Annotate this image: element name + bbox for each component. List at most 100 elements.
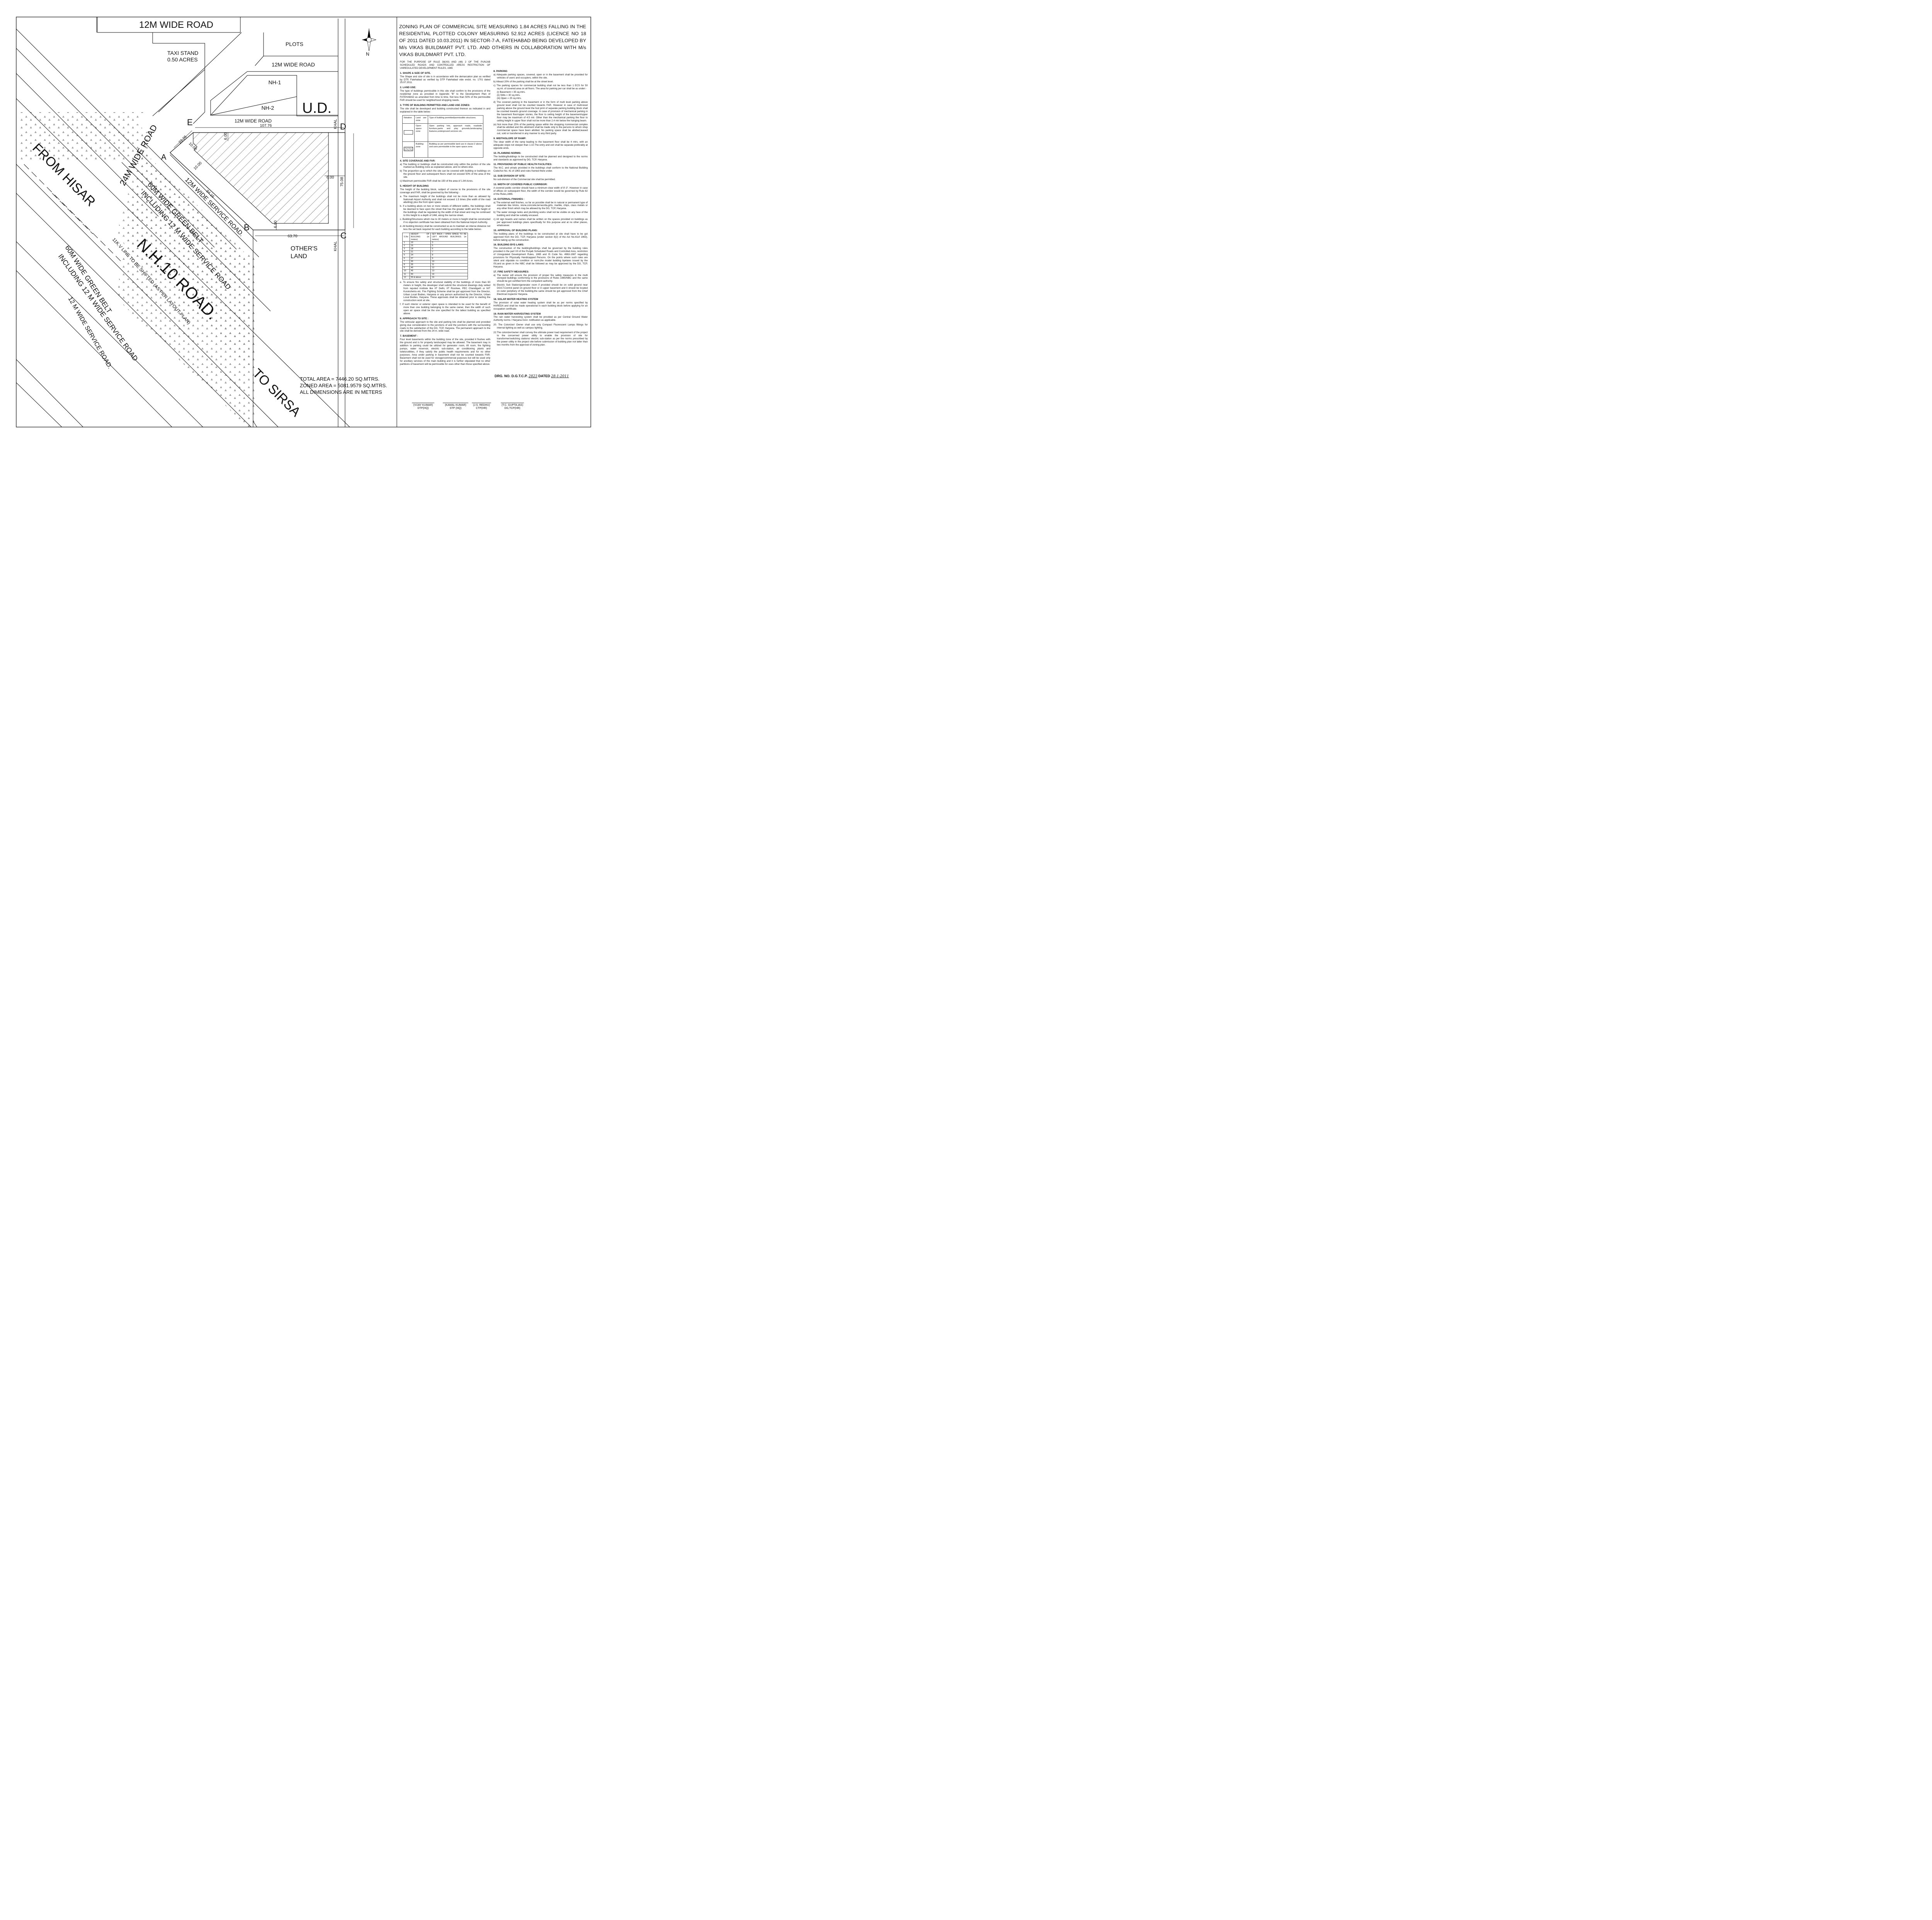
height-table-cell: 55 & above — [409, 276, 431, 279]
s5f-text: f. If such interior or exterior open spa… — [400, 303, 490, 315]
signatory-post: STP (HQ) — [449, 407, 462, 410]
zoning-plan-sheet: 12M WIDE ROAD 12M WIDE ROAD 12M WIDE ROA… — [0, 0, 607, 437]
ht-h1: S.No — [402, 232, 410, 242]
s10-heading: 10. PLANNING NORMS: — [493, 151, 521, 155]
height-table-cell: 27 — [409, 257, 431, 260]
signatory-name: (VIJAY KUMAR) — [413, 404, 433, 407]
s3-heading: 3. TYPE OF BUILDING PERMITTED AND LAND U… — [400, 104, 470, 107]
height-table-cell: 45 — [409, 269, 431, 273]
road-label-ed: 12M WIDE ROAD — [235, 118, 272, 124]
s17b-text: b) Electric Sub Station/generator room i… — [493, 284, 588, 296]
s5d-text: d. All building block(s) shall be constr… — [400, 225, 490, 231]
dim-left-setback-2: 10.00 — [193, 161, 203, 171]
ht-h3: SET BACK / OPEN SPACE TO BE LEFT AROUND … — [430, 232, 468, 242]
north-arrow-icon — [362, 29, 377, 51]
height-table-cell: 10 — [430, 260, 468, 264]
plots-label: PLOTS — [286, 41, 303, 47]
point-d: D — [340, 122, 346, 131]
point-c: C — [340, 231, 347, 240]
height-table-cell: 9 — [430, 257, 468, 260]
s15-text: The building plans of the buildings to b… — [493, 232, 588, 242]
s20-text: 20. The Colonizer/ Owner shall use only … — [493, 323, 588, 330]
zt-open-notation — [402, 123, 415, 142]
signature-scribble — [443, 397, 468, 403]
s8c1-text: (i) Basement = 35 sq.mtrs. — [497, 91, 526, 94]
s5-text: The height of the building block, subjec… — [400, 188, 490, 194]
dim-bottom-setback: 6.00 — [274, 220, 278, 228]
drg-label: DRG. NO. D.G.T.C.P. — [495, 374, 528, 378]
height-table-cell: 1 — [402, 241, 410, 245]
zt-h3: Type of building permitted/permissible s… — [427, 115, 484, 124]
height-table-cell: 9 — [402, 266, 410, 270]
diagonal-roads — [16, 29, 350, 427]
s14-heading: 14. EXTERNAL FINISHES : — [493, 197, 525, 201]
dim-top-setback: 6.00 — [224, 132, 228, 140]
s7-heading: 7. BASEMENT : — [400, 335, 418, 338]
s5b-text: b. If a building abuts on two or more st… — [400, 205, 490, 217]
s19-heading: 19. RAIN WATER HARVESTING SYSTEM — [493, 312, 541, 315]
dimensions-note: ALL DIMENSIONS ARE IN METERS — [300, 389, 382, 395]
nh2-label: NH-2 — [262, 105, 274, 111]
signature-block: (VIJAY KUMAR)DTP(HQ) — [410, 397, 437, 410]
s8c3-text: (iii) Open = 25 sq.mtrs. — [497, 97, 522, 100]
zt-r2c3: Building as per permissible land use in … — [427, 141, 484, 158]
s13-text: A covered public corridor should have a … — [493, 186, 588, 196]
point-a: A — [161, 153, 167, 162]
s7-text: Four level basements within the building… — [400, 338, 490, 366]
height-table-cell: 5 — [430, 244, 468, 248]
point-b: B — [244, 223, 250, 232]
signature-block: (T.C. GUPTA,IAS)DG,TCP(HR) — [498, 397, 526, 410]
total-area: TOTAL AREA = 7446.20 SQ.MTRS. — [300, 376, 379, 382]
height-table-cell: 35 — [409, 263, 431, 267]
dated-label: DATED — [538, 374, 550, 378]
zt-r2c2: Building zone — [414, 141, 428, 158]
height-table-cell: 7 — [402, 260, 410, 264]
signatory-name: (KAMAL KUMAR) — [445, 404, 466, 407]
signature-scribble — [472, 397, 491, 403]
s5-heading: 5. HEIGHT OF BUILDING — [400, 184, 429, 187]
s9-text: The clear width of the ramp leading to t… — [493, 141, 588, 150]
map-drawing: 12M WIDE ROAD 12M WIDE ROAD 12M WIDE ROA… — [16, 17, 591, 427]
s14b-text: b) The water storage tanks and plumbing … — [493, 211, 588, 217]
zoned-area: ZONED AREA = 5081.9579 SQ.MTRS. — [300, 383, 387, 388]
height-table-cell: 18 — [409, 247, 431, 251]
zt-h1: Notation — [402, 115, 415, 124]
s3-text: The site shall be developed and building… — [400, 107, 490, 113]
s14a-text: a) The external wall finishes, so far as… — [493, 201, 588, 210]
s17-heading: 17. FIRE SAFETY MEASURES: — [493, 270, 529, 273]
intro-text: FOR THE PURPOSE OF RULE 38(XII) AND (48)… — [400, 61, 490, 70]
dim-ed: 107.76 — [260, 124, 272, 128]
s8e-text: (e) Not more than 25% of the parking spa… — [493, 123, 588, 135]
s4b-text: b) The proportion up to which the site c… — [400, 170, 490, 179]
point-e: E — [187, 117, 193, 127]
s8-heading: 8. PARKING — [493, 70, 508, 73]
s12-heading: 12. SUB DIVISION OF SITE: — [493, 175, 526, 178]
nh1-label: NH-1 — [269, 79, 281, 85]
s6-heading: 6. APPROACH TO SITE : — [400, 317, 429, 320]
signature-scribble — [412, 397, 434, 403]
height-table-cell: 3 — [402, 247, 410, 251]
height-table-cell: 24 — [409, 254, 431, 257]
s11-heading: 11. PROVISIONS OF PUBLIC HEALTH FACILITI… — [493, 163, 552, 166]
s4-heading: 4. SITE COVERAGE AND FAR: — [400, 159, 435, 162]
others-land-1: OTHER'S — [291, 245, 318, 252]
s18-heading: 18. SOLAR WATER HEATING SYSTEM — [493, 298, 538, 301]
north-label: N — [366, 51, 369, 57]
taxi-stand-area: 0.50 ACRES — [167, 56, 198, 63]
height-table-cell: 3 — [430, 241, 468, 245]
s1-text: The Shape and size of site is in accorda… — [400, 75, 490, 84]
height-table-cell: 30 — [409, 260, 431, 264]
zt-building-notation — [402, 141, 415, 158]
height-table-cell: 11 — [402, 272, 410, 276]
road-label-top: 12M WIDE ROAD — [139, 20, 213, 30]
s14c-text: c) All sign boards and names shall be wr… — [493, 218, 588, 227]
s2-text: The type of buildings permissible in thi… — [400, 90, 490, 102]
s18-text: The provision of solar water heating sys… — [493, 301, 588, 310]
signatory-name: (T.C. GUPTA,IAS) — [502, 404, 523, 407]
green-belt-inner-b — [116, 149, 255, 375]
